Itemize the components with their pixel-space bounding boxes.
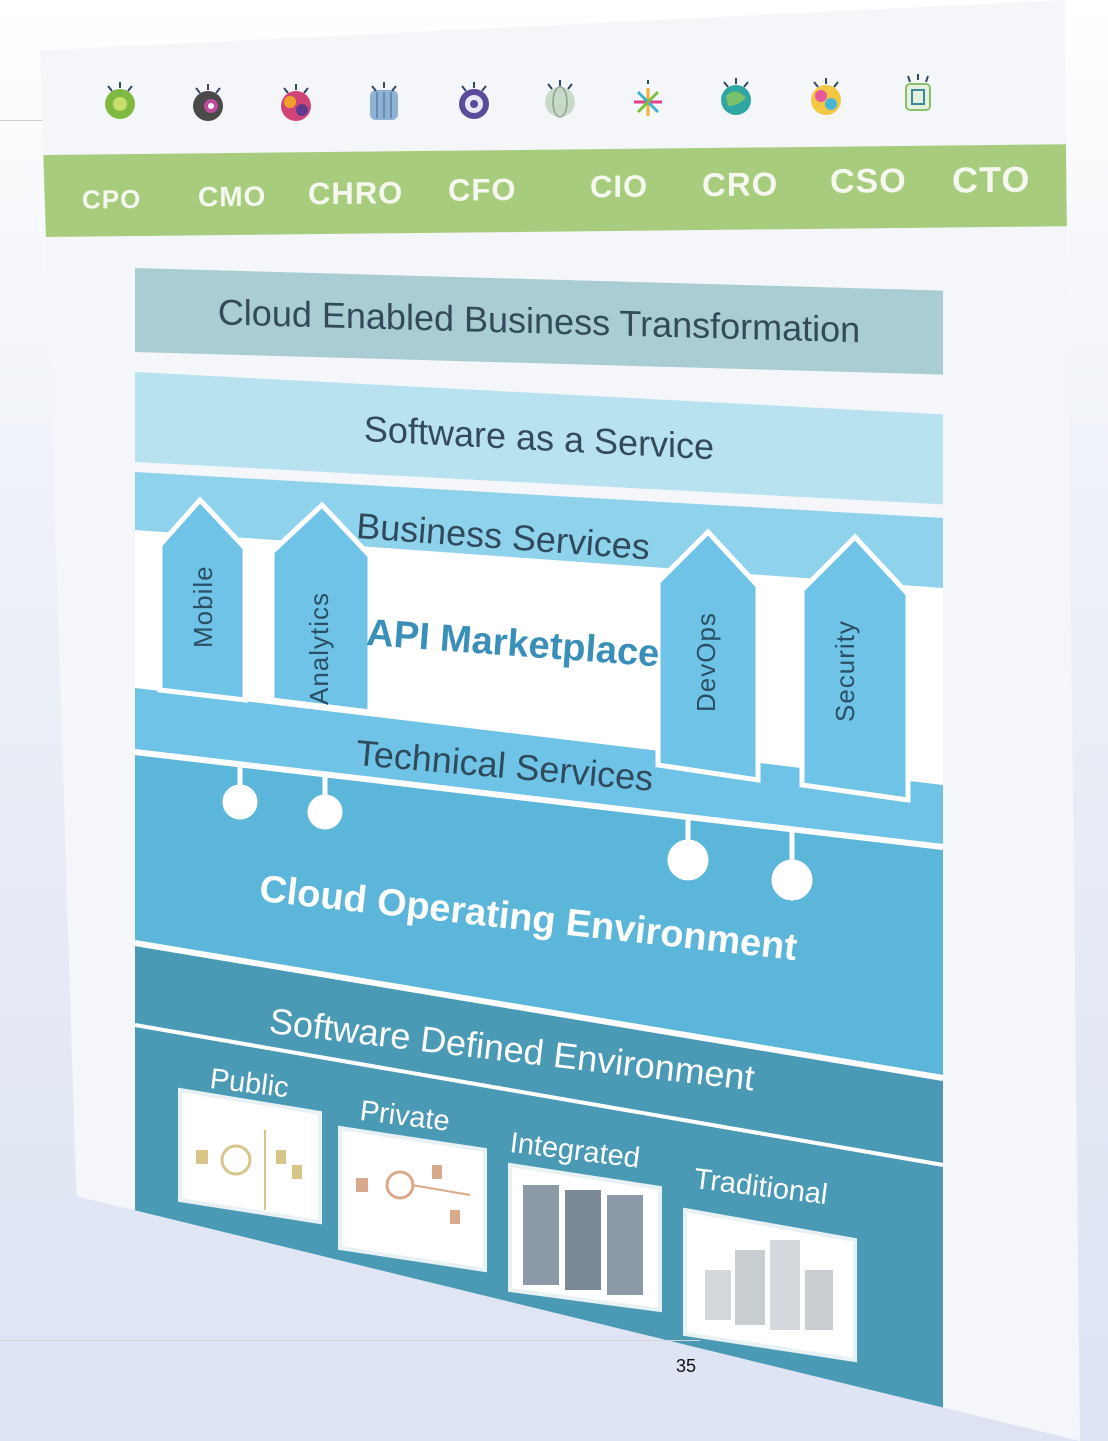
circuit-icon [905, 74, 931, 111]
footer-rule [0, 1340, 700, 1341]
analytics-pillar-label: Analytics [304, 591, 334, 705]
connector-node [771, 859, 813, 901]
private-cloud-box [338, 1125, 487, 1273]
connector-node [307, 794, 343, 830]
security-pillar-label: Security [830, 620, 860, 722]
green-burst-icon [105, 82, 135, 119]
integrated-systems-box [508, 1162, 662, 1313]
devops-pillar-label: DevOps [691, 612, 721, 712]
star-burst-icon [634, 80, 662, 116]
multicolor-burst-icon [281, 84, 311, 121]
analytics-pillar [269, 501, 373, 715]
rainbow-burst-icon [811, 78, 841, 115]
teal-globe-icon [721, 78, 751, 115]
traditional-datacenter-box [683, 1207, 857, 1363]
cloud-operating-environment-band [135, 755, 943, 1080]
header-rule [0, 120, 60, 121]
security-pillar [799, 533, 911, 803]
mobile-pillar-label: Mobile [188, 565, 218, 648]
pale-globe-icon [545, 80, 575, 118]
connector-node [222, 784, 258, 820]
public-cloud-box [178, 1087, 322, 1225]
page-number: 35 [676, 1356, 697, 1376]
gear-burst-icon [459, 82, 489, 119]
architecture-stack [134, 472, 944, 1441]
business-services-band [135, 472, 943, 590]
devops-pillar [655, 528, 761, 783]
slide-card: CPO CMO CHRO CFO CIO CRO CSO CTO Cloud E… [40, 0, 1080, 1441]
connector-node [667, 839, 709, 881]
mobile-pillar [157, 496, 248, 703]
blue-globe-icon [370, 82, 398, 120]
executive-icons-row [80, 68, 1020, 138]
eye-icon [193, 84, 223, 121]
technical-services-band [135, 688, 943, 850]
